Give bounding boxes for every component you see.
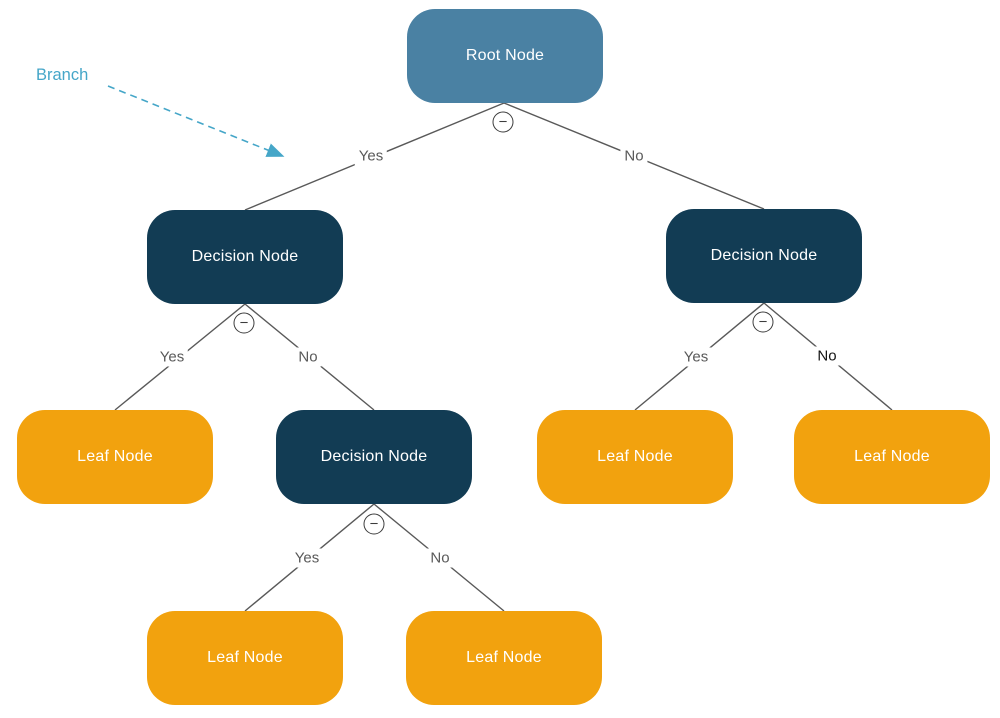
node-leaf-bottom-no[interactable]: Leaf Node	[406, 611, 602, 705]
node-leaf-right-no-label: Leaf Node	[854, 448, 930, 465]
node-root-label: Root Node	[465, 47, 545, 64]
node-leaf-bottom-no-label: Leaf Node	[466, 649, 542, 666]
node-leaf-bottom-yes-label: Leaf Node	[207, 649, 283, 666]
node-decision-right-label: Decision Node	[710, 247, 818, 264]
node-decision-left[interactable]: Decision Node	[147, 210, 343, 304]
collapse-minus-icon-decision-right[interactable]: −	[752, 311, 774, 333]
edge-label-d1-no: No	[294, 347, 322, 367]
branch-annotation-label: Branch	[36, 66, 89, 84]
edge-label-root-no: No	[620, 146, 648, 166]
edge-label-d2-no: No	[813, 346, 841, 366]
node-leaf-right-yes[interactable]: Leaf Node	[537, 410, 733, 504]
edge-label-d3-no: No	[426, 548, 454, 568]
node-leaf-right-no[interactable]: Leaf Node	[794, 410, 990, 504]
node-root[interactable]: Root Node	[407, 9, 603, 103]
node-leaf-right-yes-label: Leaf Node	[597, 448, 673, 465]
edge-label-d3-yes: Yes	[290, 548, 324, 568]
node-leaf-bottom-yes[interactable]: Leaf Node	[147, 611, 343, 705]
node-leaf-far-left-label: Leaf Node	[77, 448, 153, 465]
edge-label-root-yes: Yes	[354, 146, 388, 166]
node-decision-mid[interactable]: Decision Node	[276, 410, 472, 504]
edge-label-d2-yes: Yes	[679, 347, 713, 367]
node-leaf-far-left[interactable]: Leaf Node	[17, 410, 213, 504]
node-decision-right[interactable]: Decision Node	[666, 209, 862, 303]
node-decision-mid-label: Decision Node	[320, 448, 428, 465]
collapse-minus-icon-decision-mid[interactable]: −	[363, 513, 385, 535]
collapse-minus-icon-decision-left[interactable]: −	[233, 312, 255, 334]
node-decision-left-label: Decision Node	[191, 248, 299, 265]
edge-label-d1-yes: Yes	[155, 347, 189, 367]
collapse-minus-icon-root[interactable]: −	[492, 111, 514, 133]
branch-annotation-arrow	[107, 85, 285, 157]
